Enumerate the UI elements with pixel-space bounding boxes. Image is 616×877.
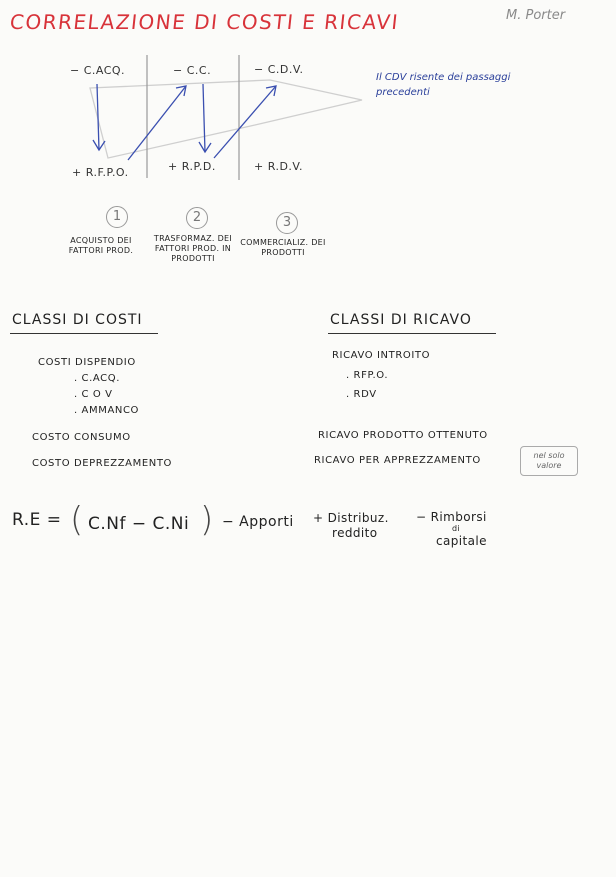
formula-di: di: [452, 524, 461, 533]
step-3-text: COMMERCIALIZ. DEI PRODOTTI: [240, 238, 326, 257]
chain-arrow-outline: [89, 79, 363, 159]
label-r-f-p-o: + R.F.P.O.: [72, 166, 129, 179]
ricavo-apprezzamento: RICAVO PER APPREZZAMENTO: [314, 455, 481, 466]
label-c-d-v: − C.D.V.: [254, 63, 304, 76]
formula-reddito: reddito: [332, 526, 378, 540]
diag-arrow-2: [213, 85, 277, 159]
costi-item-ammanco: . AMMANCO: [74, 405, 140, 416]
formula-re: R.E =: [12, 510, 62, 530]
formula-distribuz: + Distribuz.: [313, 511, 389, 525]
label-r-p-d: + R.P.D.: [168, 160, 216, 173]
costi-underline: [10, 333, 158, 334]
costo-deprezzamento: COSTO DEPREZZAMENTO: [32, 458, 173, 469]
ricavo-prodotto-ottenuto: RICAVO PRODOTTO OTTENUTO: [318, 430, 488, 441]
nel-solo-valore-box: nel solo valore: [520, 446, 578, 476]
step-1-text: ACQUISTO DEI FATTORI PROD.: [68, 236, 134, 255]
formula-cnf-cni: C.Nf − C.Ni: [88, 514, 190, 534]
ricavo-item-rdv: . RDV: [346, 389, 377, 400]
author-signature: M. Porter: [506, 8, 566, 23]
costi-heading: CLASSI DI COSTI: [12, 312, 143, 328]
ricavi-underline: [328, 333, 496, 334]
formula-rimborsi: − Rimborsi: [416, 510, 487, 524]
label-r-d-v: + R.D.V.: [254, 160, 304, 173]
label-c-c: − C.C.: [173, 64, 212, 77]
ricavi-heading: CLASSI DI RICAVO: [330, 312, 472, 328]
costo-consumo: COSTO CONSUMO: [32, 432, 131, 443]
down-arrow-2: [202, 83, 206, 153]
step-3-circle: 3: [276, 212, 298, 234]
costi-dispendio: COSTI DISPENDIO: [38, 357, 136, 368]
formula-apporti: − Apporti: [222, 514, 294, 530]
formula-close-paren: ): [200, 500, 214, 540]
ricavo-introito: RICAVO INTROITO: [332, 350, 431, 361]
value-chain-diagram: [89, 55, 363, 180]
step-2-circle: 2: [186, 207, 208, 229]
costi-item-cov: . C O V: [74, 389, 113, 400]
label-c-acq: − C.ACQ.: [70, 64, 126, 77]
formula-open-paren: (: [70, 500, 84, 540]
formula-capitale: capitale: [436, 534, 487, 548]
step-2-text: TRASFORMAZ. DEI FATTORI PROD. IN PRODOTT…: [153, 234, 233, 263]
diag-arrow-1: [127, 85, 187, 161]
down-arrow-1: [96, 83, 100, 151]
ricavo-item-rfpo: . RFP.O.: [346, 370, 389, 381]
cdv-note: Il CDV risente dei passaggi precedenti: [376, 72, 511, 98]
costi-item-c-acq: . C.ACQ.: [74, 373, 121, 384]
step-1-circle: 1: [106, 206, 128, 228]
